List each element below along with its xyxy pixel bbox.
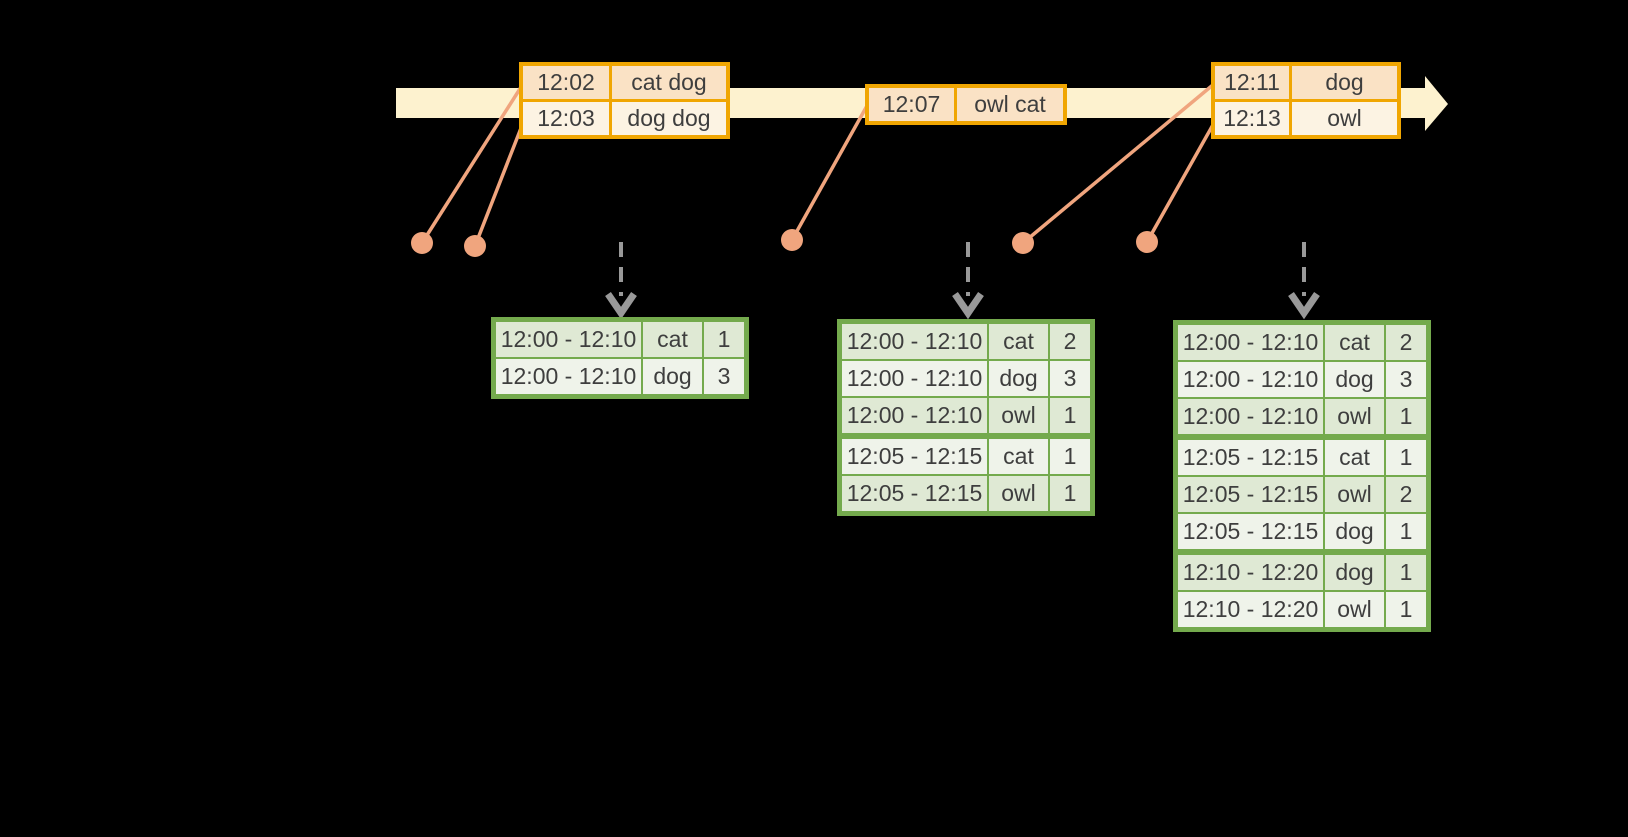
result-row: 12:10 - 12:20 dog 1: [1178, 555, 1426, 590]
result-row: 12:00 - 12:10 owl 1: [1178, 399, 1426, 434]
event-dot: [411, 232, 433, 254]
event-connector-lines: [420, 82, 1216, 247]
event-words-cell: dog dog: [612, 102, 726, 135]
event-dot: [781, 229, 803, 251]
event-connector-line: [790, 103, 870, 241]
window-cell: 12:05 - 12:15: [842, 476, 987, 511]
result-row: 12:05 - 12:15 cat 1: [1178, 440, 1426, 475]
word-cell: dog: [643, 359, 702, 394]
event-time-cell: 12:03: [523, 102, 609, 135]
event-connector-line: [1145, 122, 1216, 243]
word-cell: dog: [1325, 514, 1384, 549]
event-time-cell: 12:02: [523, 66, 609, 99]
trigger-arrowhead-icon: [1288, 292, 1320, 320]
result-row: 12:05 - 12:15 cat 1: [842, 439, 1090, 474]
word-cell: cat: [1325, 440, 1384, 475]
count-cell: 1: [1050, 398, 1090, 433]
word-cell: dog: [1325, 362, 1384, 397]
word-cell: owl: [1325, 399, 1384, 434]
window-cell: 12:00 - 12:10: [842, 324, 987, 359]
trigger-arrows: [605, 242, 1320, 320]
word-cell: cat: [1325, 325, 1384, 360]
event-table-1: 12:02 cat dog 12:03 dog dog: [519, 62, 730, 139]
count-cell: 2: [1050, 324, 1090, 359]
word-cell: cat: [989, 324, 1048, 359]
event-table-3: 12:11 dog 12:13 owl: [1211, 62, 1401, 139]
word-cell: owl: [989, 398, 1048, 433]
word-cell: cat: [643, 322, 702, 357]
count-cell: 1: [704, 322, 744, 357]
result-table-2: 12:00 - 12:10 cat 2 12:00 - 12:10 dog 3 …: [837, 319, 1095, 516]
event-row: 12:11 dog: [1215, 66, 1397, 99]
word-cell: owl: [1325, 592, 1384, 627]
result-row: 12:05 - 12:15 dog 1: [1178, 514, 1426, 549]
event-dot: [464, 235, 486, 257]
trigger-arrowhead-icon: [605, 292, 637, 320]
count-cell: 1: [1050, 476, 1090, 511]
window-cell: 12:00 - 12:10: [1178, 399, 1323, 434]
trigger-arrowhead-icon: [952, 292, 984, 320]
event-row: 12:07 owl cat: [869, 88, 1063, 121]
result-row: 12:10 - 12:20 owl 1: [1178, 592, 1426, 627]
count-cell: 1: [1386, 399, 1426, 434]
window-cell: 12:05 - 12:15: [842, 439, 987, 474]
word-cell: dog: [989, 361, 1048, 396]
count-cell: 3: [1386, 362, 1426, 397]
event-words-cell: owl: [1292, 102, 1397, 135]
window-cell: 12:00 - 12:10: [496, 359, 641, 394]
result-row: 12:00 - 12:10 dog 3: [1178, 362, 1426, 397]
event-time-cell: 12:11: [1215, 66, 1289, 99]
result-row: 12:00 - 12:10 owl 1: [842, 398, 1090, 433]
window-cell: 12:00 - 12:10: [842, 398, 987, 433]
window-cell: 12:00 - 12:10: [1178, 362, 1323, 397]
count-cell: 1: [1386, 440, 1426, 475]
result-row: 12:00 - 12:10 cat 1: [496, 322, 744, 357]
count-cell: 2: [1386, 325, 1426, 360]
event-connector-line: [1021, 82, 1216, 245]
window-cell: 12:00 - 12:10: [496, 322, 641, 357]
event-dot: [1136, 231, 1158, 253]
count-cell: 1: [1050, 439, 1090, 474]
event-time-cell: 12:13: [1215, 102, 1289, 135]
window-cell: 12:00 - 12:10: [842, 361, 987, 396]
count-cell: 1: [1386, 555, 1426, 590]
event-connector-line: [473, 122, 525, 247]
result-row: 12:00 - 12:10 cat 2: [1178, 325, 1426, 360]
result-table-3: 12:00 - 12:10 cat 2 12:00 - 12:10 dog 3 …: [1173, 320, 1431, 632]
result-table-1: 12:00 - 12:10 cat 1 12:00 - 12:10 dog 3: [491, 317, 749, 399]
count-cell: 1: [1386, 514, 1426, 549]
event-words-cell: dog: [1292, 66, 1397, 99]
result-row: 12:00 - 12:10 dog 3: [496, 359, 744, 394]
window-cell: 12:05 - 12:15: [1178, 440, 1323, 475]
count-cell: 1: [1386, 592, 1426, 627]
word-cell: dog: [1325, 555, 1384, 590]
event-dots: [411, 229, 1158, 257]
word-cell: cat: [989, 439, 1048, 474]
count-cell: 3: [704, 359, 744, 394]
window-cell: 12:00 - 12:10: [1178, 325, 1323, 360]
event-table-2: 12:07 owl cat: [865, 84, 1067, 125]
word-cell: owl: [1325, 477, 1384, 512]
count-cell: 2: [1386, 477, 1426, 512]
result-row: 12:00 - 12:10 cat 2: [842, 324, 1090, 359]
event-words-cell: cat dog: [612, 66, 726, 99]
event-words-cell: owl cat: [957, 88, 1063, 121]
window-cell: 12:05 - 12:15: [1178, 514, 1323, 549]
event-connector-line: [420, 83, 525, 244]
result-row: 12:00 - 12:10 dog 3: [842, 361, 1090, 396]
window-cell: 12:05 - 12:15: [1178, 477, 1323, 512]
event-row: 12:02 cat dog: [523, 66, 726, 99]
window-cell: 12:10 - 12:20: [1178, 592, 1323, 627]
event-dot: [1012, 232, 1034, 254]
window-cell: 12:10 - 12:20: [1178, 555, 1323, 590]
result-row: 12:05 - 12:15 owl 2: [1178, 477, 1426, 512]
word-cell: owl: [989, 476, 1048, 511]
count-cell: 3: [1050, 361, 1090, 396]
result-row: 12:05 - 12:15 owl 1: [842, 476, 1090, 511]
timeline-arrowhead-icon: [1425, 76, 1448, 131]
event-row: 12:13 owl: [1215, 102, 1397, 135]
event-row: 12:03 dog dog: [523, 102, 726, 135]
event-time-cell: 12:07: [869, 88, 954, 121]
